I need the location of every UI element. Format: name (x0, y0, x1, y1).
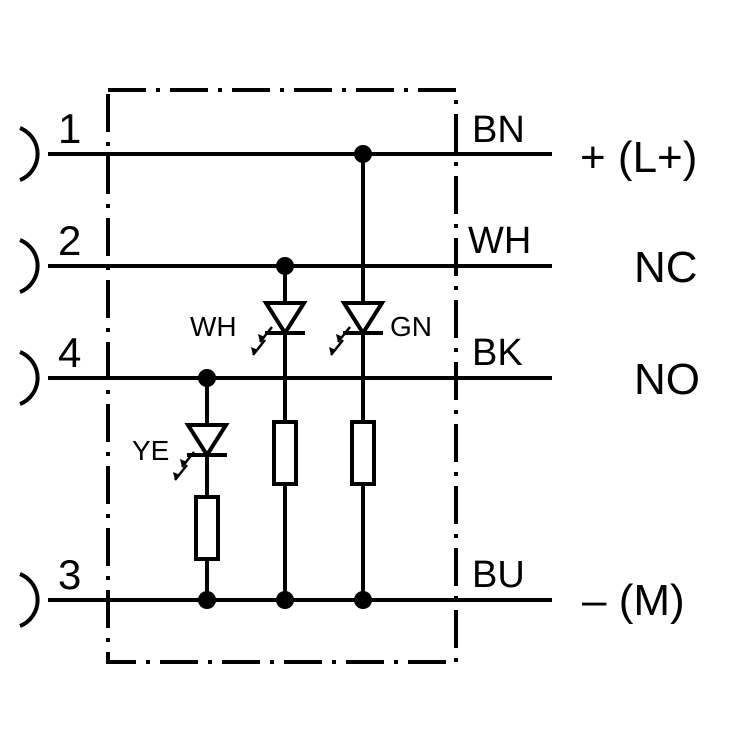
pin-number-4: 4 (58, 329, 81, 376)
wire-color-label-bn: BN (472, 109, 525, 151)
junction-dot (354, 145, 372, 163)
led-ye-icon (173, 423, 230, 481)
junction-dot (198, 369, 216, 387)
junction-dot (276, 257, 294, 275)
connector-socket-pin-3 (19, 572, 40, 628)
junction-dot (276, 591, 294, 609)
connector-socket-pin-1 (19, 126, 40, 182)
function-label-supply-negative: – (M) (582, 576, 685, 625)
function-label-no: NO (634, 355, 700, 404)
resistor-wh-branch (272, 420, 298, 486)
connector-socket-pin-4 (19, 350, 40, 406)
pin-number-1: 1 (58, 105, 81, 152)
led-gn-icon (329, 301, 386, 356)
resistor-gn-branch (350, 420, 376, 486)
pin-number-2: 2 (58, 217, 81, 264)
wire-color-label-bk: BK (472, 332, 523, 374)
junction-dot (198, 591, 216, 609)
pin-number-3: 3 (58, 551, 81, 598)
led-label-gn: GN (390, 311, 432, 342)
led-label-ye: YE (132, 435, 169, 466)
function-label-supply-positive: + (L+) (580, 133, 697, 182)
led-wh-icon (251, 301, 308, 356)
wire-color-label-bu: BU (472, 554, 525, 596)
wire-color-label-wh: WH (468, 220, 531, 262)
function-label-nc: NC (634, 243, 698, 292)
led-label-wh: WH (190, 311, 237, 342)
junction-dot (354, 591, 372, 609)
resistor-ye-branch (194, 495, 220, 561)
connector-socket-pin-2 (19, 238, 40, 294)
